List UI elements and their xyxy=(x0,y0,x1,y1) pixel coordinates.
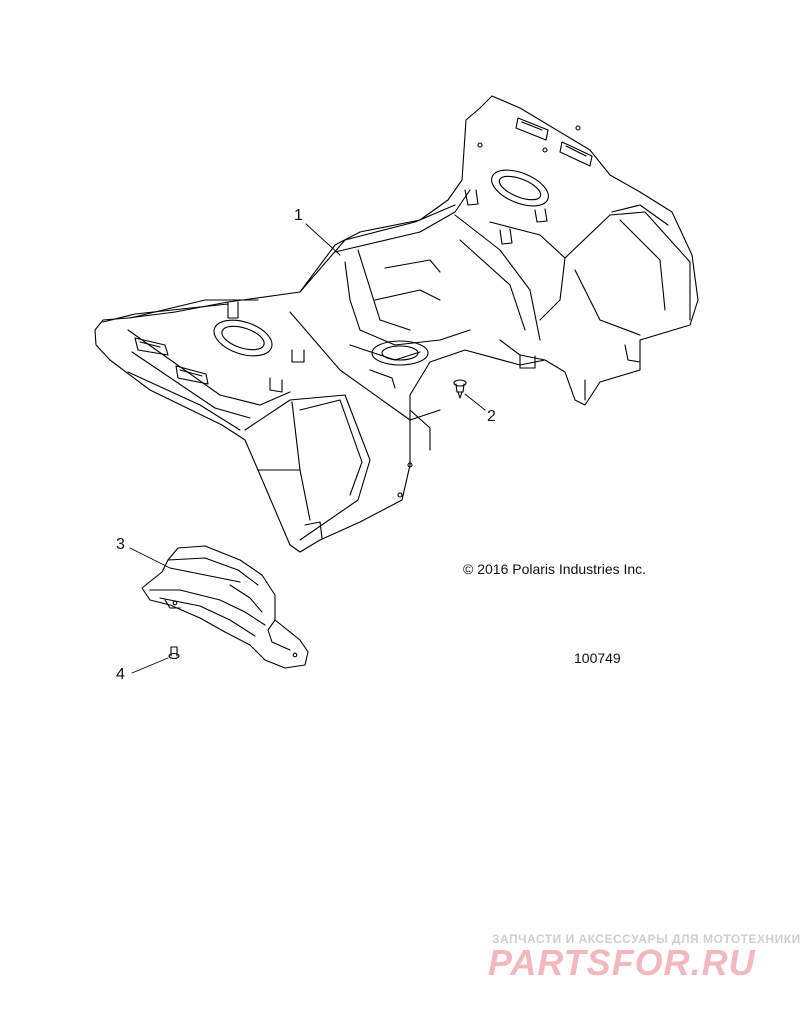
leader-lines xyxy=(129,223,486,674)
leader-line-1 xyxy=(305,223,341,256)
rear-fender-body xyxy=(94,95,699,553)
copyright-notice: © 2016 Polaris Industries Inc. xyxy=(463,561,647,577)
callout-3: 3 xyxy=(116,536,125,553)
rivet-fastener xyxy=(453,379,467,399)
leader-line-2 xyxy=(464,393,486,411)
leader-line-3 xyxy=(129,547,171,569)
watermark-logo: PARTSFOR.RU xyxy=(488,942,756,983)
callout-1: 1 xyxy=(294,207,303,224)
screw-fastener xyxy=(168,646,180,660)
leader-line-4 xyxy=(131,657,169,674)
heat-shield xyxy=(141,545,309,669)
diagram-number: 100749 xyxy=(574,650,621,666)
watermark-tagline: ЗАПЧАСТИ И АКСЕССУАРЫ ДЛЯ МОТОТЕХНИКИ xyxy=(492,932,800,946)
callout-4: 4 xyxy=(116,666,125,683)
callout-2: 2 xyxy=(487,408,496,425)
